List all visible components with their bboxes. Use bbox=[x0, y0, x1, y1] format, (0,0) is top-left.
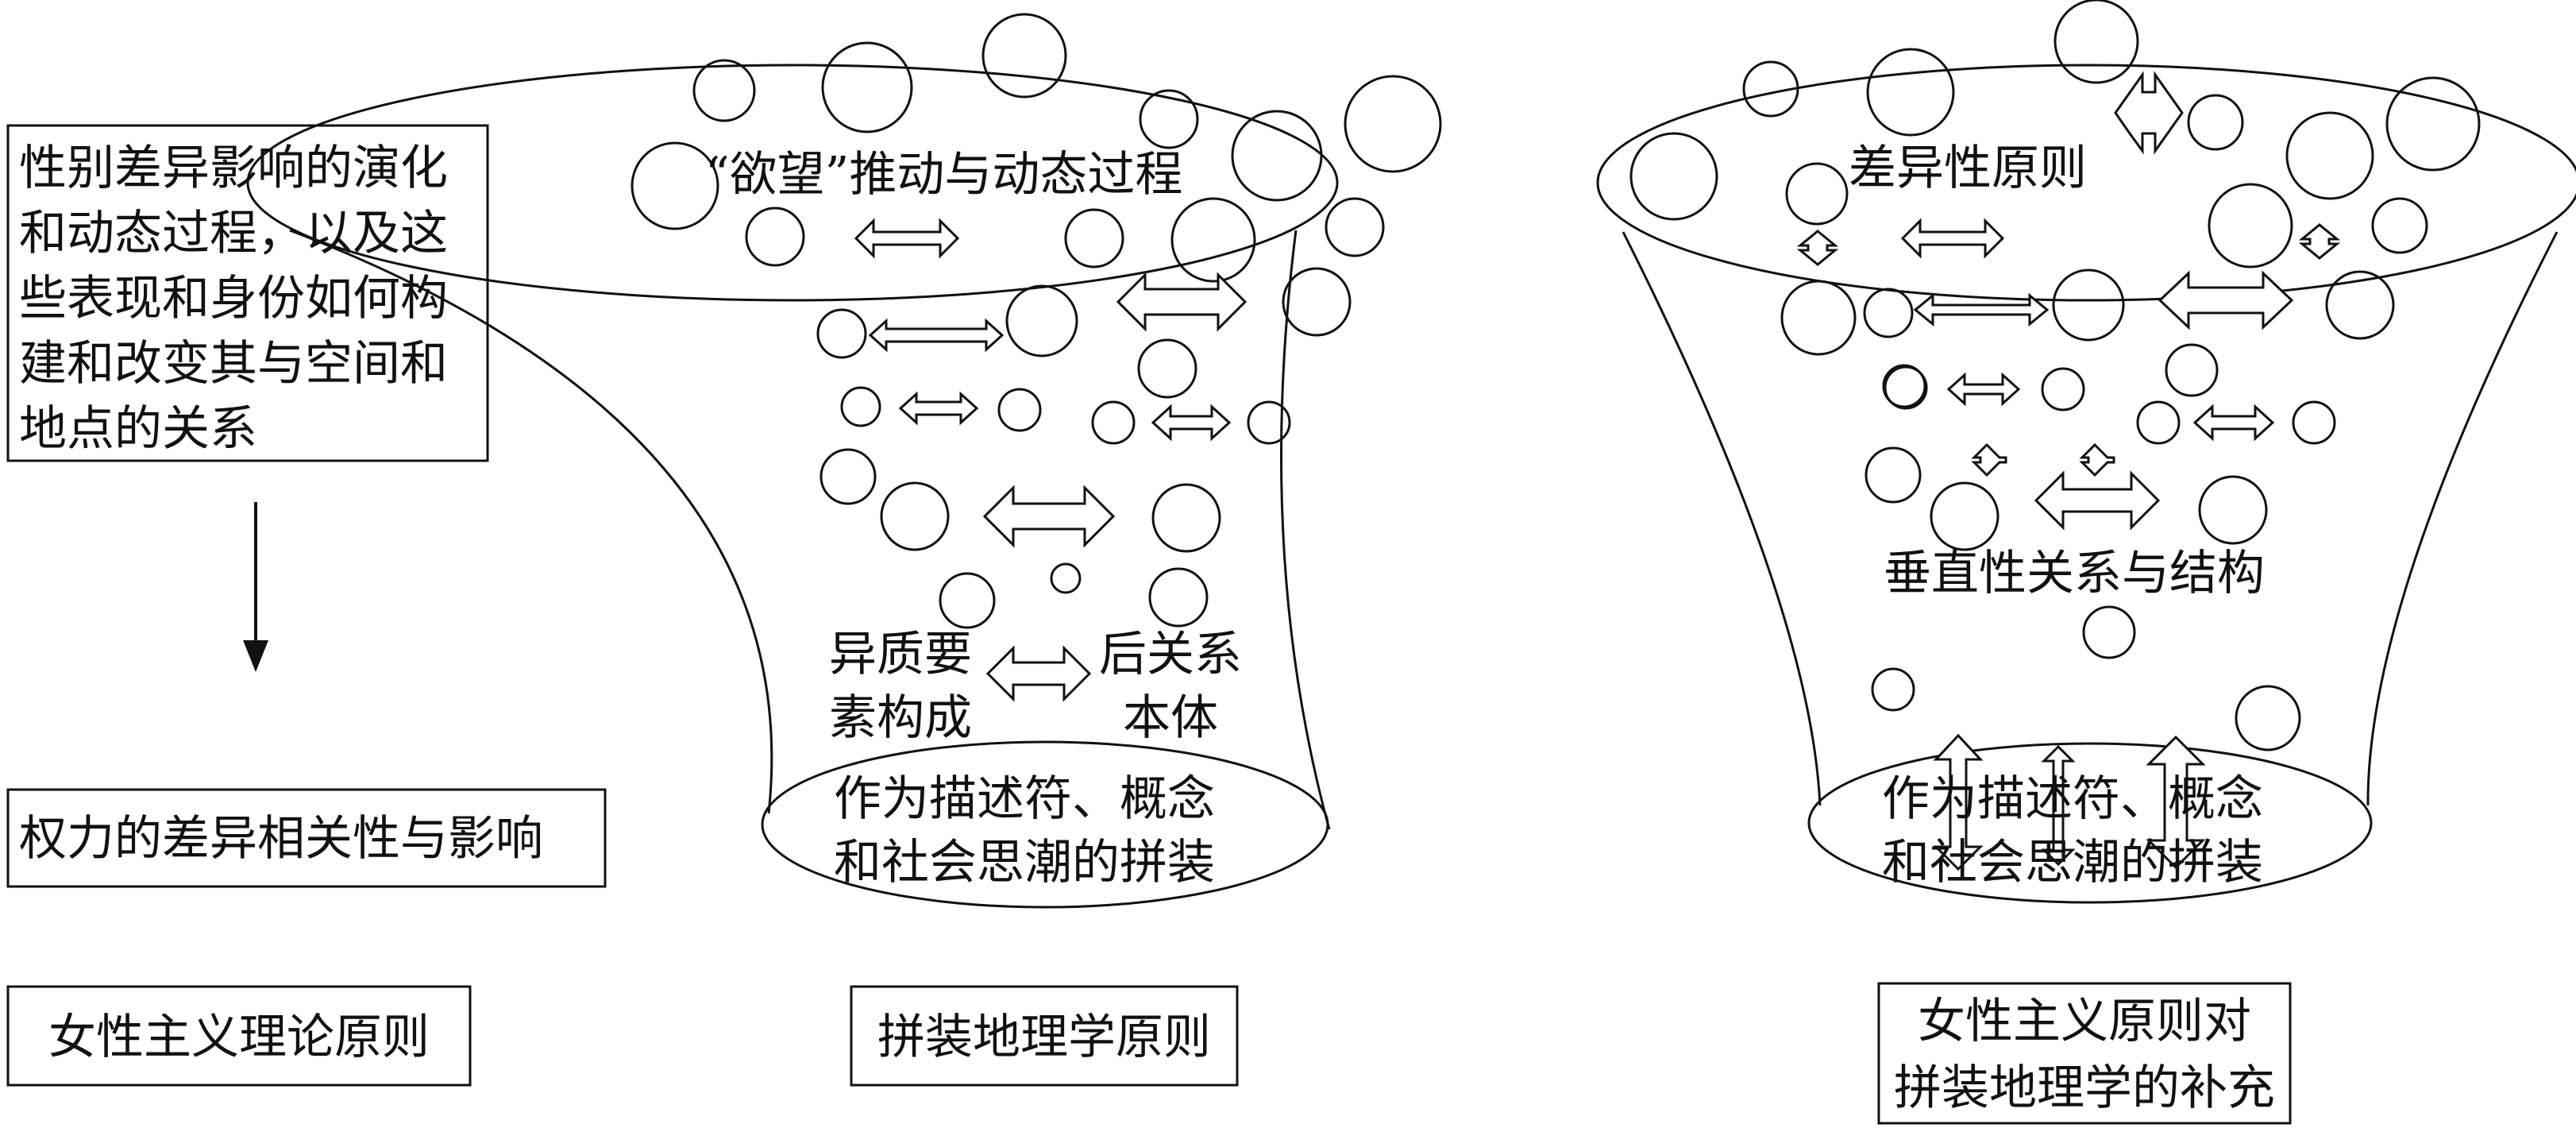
middle-caption: 拼装地理学原则 bbox=[850, 985, 1239, 1087]
heterogeneous-label-2: 素构成 bbox=[829, 690, 972, 746]
desire-dynamic-label: “欲望”推动与动态过程 bbox=[705, 147, 1182, 203]
assemblage-label-1: 作为描述符、概念 bbox=[834, 771, 1215, 827]
feminist-supplement-caption-2: 拼装地理学的补充 bbox=[1894, 1060, 2275, 1116]
feminist-theory-caption: 女性主义理论原则 bbox=[48, 1010, 430, 1065]
assemblage-label-right-1: 作为描述符、概念 bbox=[1882, 771, 2263, 827]
middle-panel bbox=[246, 13, 1442, 909]
power-difference-text: 权力的差异相关性与影响 bbox=[19, 811, 543, 867]
evolution-line-1: 性别差异影响的演化 bbox=[19, 141, 448, 196]
evolution-line-4: 建和改变其与空间和 bbox=[19, 336, 448, 392]
assemblage-geography-caption-box bbox=[850, 985, 1239, 1087]
vase-bottom-rim-right bbox=[1807, 742, 2373, 904]
right-caption: 女性主义原则对 拼装地理学的补充 bbox=[1877, 982, 2292, 1125]
evolution-description-box bbox=[6, 124, 489, 462]
assemblage-geography-caption: 拼装地理学原则 bbox=[877, 1010, 1211, 1065]
double-arrows bbox=[854, 218, 1248, 702]
vase-top-rim bbox=[246, 64, 1339, 302]
right-panel bbox=[1596, 0, 2576, 904]
right-panel-labels: 差异性原则 垂直性关系与结构 作为描述符、概念 和社会思潮的拼装 bbox=[1849, 141, 2265, 890]
evolution-line-2: 和动态过程，以及这 bbox=[19, 206, 448, 261]
left-panel: 性别差异影响的演化 和动态过程，以及这 些表现和身份如何构 建和改变其与空间和 … bbox=[6, 124, 607, 1087]
middle-panel-labels: “欲望”推动与动态过程 异质要 素构成 后关系 本体 作为描述符、概念 和社会思… bbox=[705, 147, 1242, 890]
post-relational-label-2: 本体 bbox=[1123, 690, 1218, 746]
assemblage-label-2: 和社会思潮的拼装 bbox=[834, 835, 1215, 890]
vertical-relations-label: 垂直性关系与结构 bbox=[1884, 546, 2265, 601]
feminist-theory-caption-box bbox=[6, 985, 472, 1087]
evolution-line-5: 地点的关系 bbox=[19, 401, 257, 457]
evolution-description-text: 性别差异影响的演化 和动态过程，以及这 些表现和身份如何构 建和改变其与空间和 … bbox=[19, 141, 448, 457]
assemblage-label-right-2: 和社会思潮的拼装 bbox=[1882, 835, 2263, 890]
post-relational-label-1: 后关系 bbox=[1099, 627, 1242, 682]
vase-top-rim-right bbox=[1596, 64, 2576, 302]
evolution-line-3: 些表现和身份如何构 bbox=[19, 271, 448, 326]
feminist-supplement-caption-1: 女性主义原则对 bbox=[1918, 994, 2251, 1049]
down-arrow bbox=[243, 502, 268, 672]
double-arrows-right bbox=[1796, 71, 2341, 871]
difference-principle-label: 差异性原则 bbox=[1849, 141, 2087, 196]
heterogeneous-label-1: 异质要 bbox=[829, 627, 972, 682]
vase-right-side bbox=[1279, 230, 1331, 830]
bubbles-right bbox=[1629, 0, 2481, 751]
vase-left-side-right bbox=[1622, 231, 1822, 806]
bubbles bbox=[631, 13, 1442, 629]
vase-left-side bbox=[289, 229, 773, 814]
vase-right-side-right bbox=[2366, 231, 2559, 806]
power-difference-box bbox=[6, 788, 607, 888]
feminist-supplement-caption-box bbox=[1877, 982, 2292, 1125]
vase-bottom-rim bbox=[761, 740, 1329, 909]
